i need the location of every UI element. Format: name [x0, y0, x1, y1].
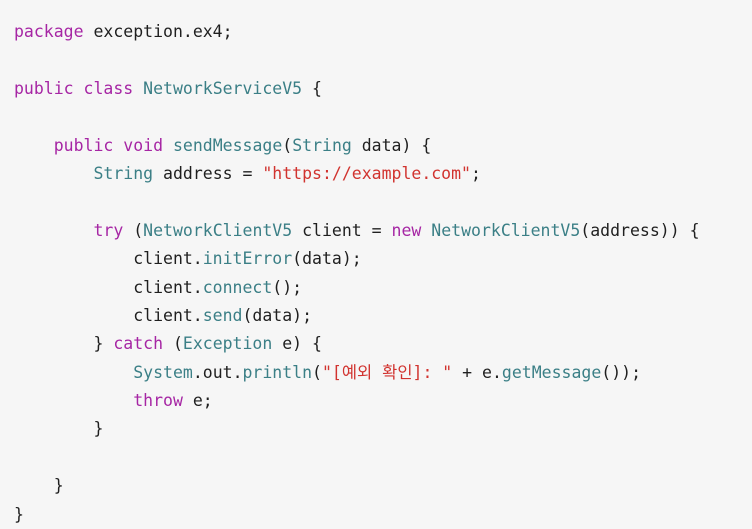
code-token-type: String: [292, 135, 352, 155]
code-token-str: "[예외 확인]: ": [321, 362, 453, 382]
code-token-plain: (: [282, 135, 293, 155]
code-token-fn: println: [242, 362, 313, 382]
code-line: client.initError(data);: [14, 245, 752, 273]
code-token-plain: ();: [272, 277, 303, 297]
code-line: [14, 46, 752, 74]
code-token-plain: [14, 136, 54, 155]
code-token-fn: send: [202, 305, 243, 325]
code-token-plain: e;: [182, 391, 213, 411]
code-token-plain: }: [14, 334, 114, 354]
code-token-plain: [14, 363, 133, 382]
code-token-plain: (data);: [292, 249, 362, 269]
code-token-plain: + e.: [452, 362, 502, 382]
code-token-fn: getMessage: [501, 362, 602, 382]
code-line: try (NetworkClientV5 client = new Networ…: [14, 217, 752, 245]
code-token-plain: ());: [601, 362, 642, 382]
code-token-plain: [133, 79, 143, 98]
code-token-type: NetworkClientV5: [143, 220, 293, 240]
code-token-plain: (data);: [242, 305, 313, 325]
code-token-kw: public: [14, 78, 74, 98]
code-line: [14, 444, 752, 472]
code-token-plain: address =: [153, 163, 263, 183]
code-token-plain: (: [123, 220, 144, 240]
code-token-plain: }: [14, 504, 24, 524]
code-token-type: Exception: [182, 334, 273, 354]
code-token-plain: [113, 136, 123, 155]
code-token-type: String: [93, 163, 154, 183]
code-token-plain: [14, 391, 133, 410]
code-token-kw: class: [83, 78, 134, 98]
code-token-type: System: [133, 362, 193, 382]
code-line: package exception.ex4;: [14, 18, 752, 46]
code-token-plain: [14, 221, 93, 240]
code-token-plain: [163, 136, 173, 155]
code-token-plain: client.: [14, 249, 203, 269]
code-token-fn: sendMessage: [172, 135, 283, 155]
code-line: }: [14, 415, 752, 443]
code-token-plain: ;: [471, 163, 481, 183]
code-token-plain: [14, 164, 93, 183]
code-line: }: [14, 472, 752, 500]
code-token-plain: client =: [292, 220, 392, 240]
code-token-plain: {: [302, 78, 322, 98]
code-token-fn: initError: [202, 249, 293, 269]
code-token-plain: (: [312, 362, 322, 382]
code-token-plain: [421, 221, 431, 240]
code-line: System.out.println("[예외 확인]: " + e.getMe…: [14, 359, 752, 387]
code-token-plain: }: [14, 419, 104, 439]
code-token-str: "https://example.com": [262, 163, 471, 183]
code-token-kw: try: [93, 220, 124, 240]
code-line: [14, 103, 752, 131]
code-token-kw: catch: [113, 334, 164, 354]
code-token-kw: package: [14, 22, 84, 41]
code-line: }: [14, 501, 752, 529]
code-token-plain: .out.: [192, 362, 243, 382]
code-token-kw: void: [123, 135, 164, 155]
code-token-plain: e) {: [272, 334, 322, 354]
code-line: public class NetworkServiceV5 {: [14, 75, 752, 103]
code-token-plain: client.: [14, 277, 203, 297]
code-line: throw e;: [14, 387, 752, 415]
code-token-kw: new: [391, 220, 422, 240]
code-token-kw: public: [53, 135, 114, 155]
code-line: String address = "https://example.com";: [14, 160, 752, 188]
code-token-plain: }: [14, 476, 64, 496]
code-token-plain: [74, 79, 84, 98]
code-token-kw: throw: [133, 391, 183, 411]
code-line: [14, 188, 752, 216]
code-token-plain: client.: [14, 305, 203, 325]
code-token-plain: (: [163, 334, 183, 354]
code-token-type: NetworkClientV5: [431, 220, 581, 240]
code-line: client.connect();: [14, 274, 752, 302]
code-token-fn: connect: [202, 277, 273, 297]
code-token-plain: data) {: [351, 135, 432, 155]
code-token-plain: (address)) {: [580, 220, 700, 240]
code-token-type: NetworkServiceV5: [143, 78, 303, 98]
code-line: public void sendMessage(String data) {: [14, 132, 752, 160]
code-line: } catch (Exception e) {: [14, 330, 752, 358]
code-line: client.send(data);: [14, 302, 752, 330]
code-token-plain: exception.ex4;: [83, 22, 233, 41]
